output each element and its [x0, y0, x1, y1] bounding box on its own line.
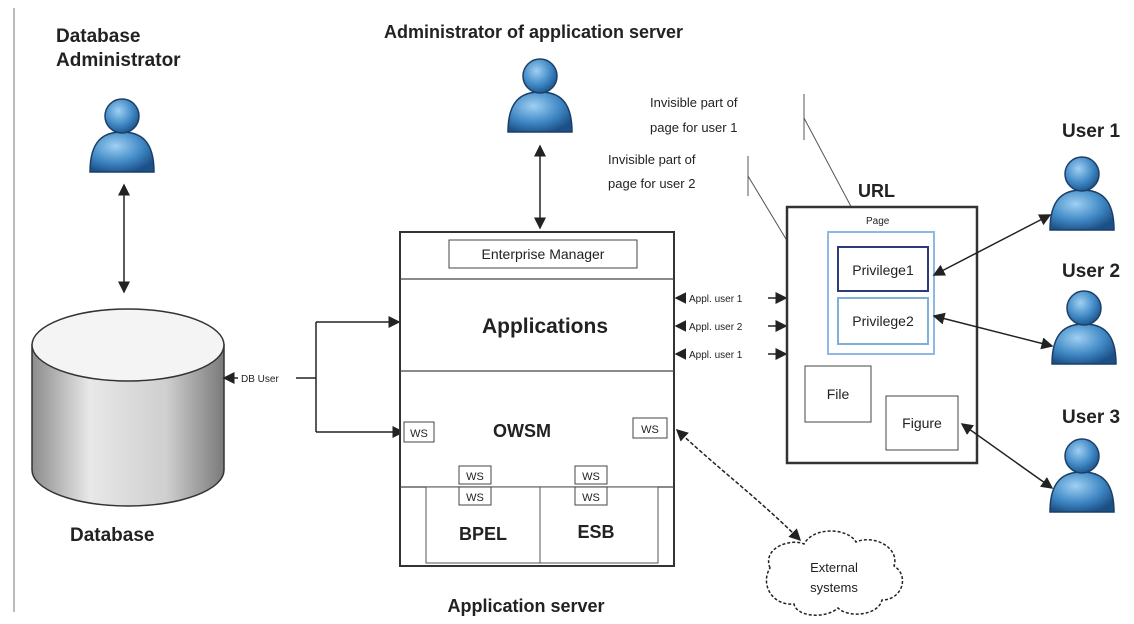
note-user2-line1: Invisible part of	[608, 152, 696, 167]
page-label: Page	[866, 216, 890, 227]
bpel-ws-box	[458, 465, 492, 485]
esb-ws-box	[574, 465, 608, 485]
privilege1-box	[837, 246, 929, 292]
external-label-line2: systems	[810, 580, 858, 595]
applications-label: Applications	[482, 315, 608, 338]
user3-person-icon	[1049, 438, 1115, 513]
ws-left-label: WS	[410, 428, 428, 440]
privilege1-label: Privilege1	[852, 262, 914, 278]
appl-user-3-label: Appl. user 1	[689, 350, 743, 361]
url-title: URL	[858, 181, 895, 201]
ws-right-box	[632, 417, 668, 439]
app-admin-label: Administrator of application server	[384, 22, 683, 42]
bpel-ws2-box	[458, 486, 492, 506]
enterprise-manager-box	[448, 239, 638, 269]
bpel-ws-label: WS	[466, 471, 484, 483]
db-admin-label-line1: Database	[56, 26, 141, 47]
user2-person-icon	[1051, 290, 1117, 365]
file-box	[804, 365, 872, 423]
appl-user-2-label: Appl. user 2	[689, 322, 743, 333]
esb-label: ESB	[577, 522, 614, 542]
privilege2-label: Privilege2	[852, 313, 914, 329]
file-label: File	[827, 386, 850, 402]
db-admin-label-line2: Administrator	[56, 50, 181, 71]
privilege2-box	[837, 297, 929, 345]
user3-arrow	[960, 423, 1054, 489]
esb-ws2-box	[574, 486, 608, 506]
db-admin-person-icon	[89, 98, 155, 173]
note-user2-line2: page for user 2	[608, 176, 695, 191]
bpel-label: BPEL	[459, 524, 507, 544]
user1-label: User 1	[1062, 121, 1121, 142]
external-systems-arrow	[675, 428, 802, 542]
user2-label: User 2	[1062, 261, 1120, 282]
db-user-label: DB User	[241, 374, 279, 385]
user1-arrow	[932, 214, 1052, 276]
bpel-ws2-label: WS	[466, 492, 484, 504]
esb-ws2-label: WS	[582, 492, 600, 504]
database-label: Database	[70, 525, 155, 546]
user2-arrow	[932, 312, 1054, 350]
enterprise-manager-label: Enterprise Manager	[482, 246, 605, 262]
figure-box	[885, 395, 959, 451]
app-admin-person-icon	[507, 58, 573, 133]
note-user1-line2: page for user 1	[650, 120, 737, 135]
user3-label: User 3	[1062, 407, 1120, 428]
external-systems-cloud	[765, 530, 904, 616]
app-server-caption: Application server	[447, 596, 604, 616]
ws-right-label: WS	[641, 424, 659, 436]
database-cylinder-icon	[31, 308, 225, 507]
figure-label: Figure	[902, 415, 942, 431]
ws-left-box	[403, 421, 435, 443]
user1-person-icon	[1049, 156, 1115, 231]
owsm-label: OWSM	[493, 421, 551, 441]
esb-ws-label: WS	[582, 471, 600, 483]
appl-user-1-label: Appl. user 1	[689, 294, 743, 305]
note-user1-line1: Invisible part of	[650, 95, 738, 110]
external-label-line1: External	[810, 560, 858, 575]
